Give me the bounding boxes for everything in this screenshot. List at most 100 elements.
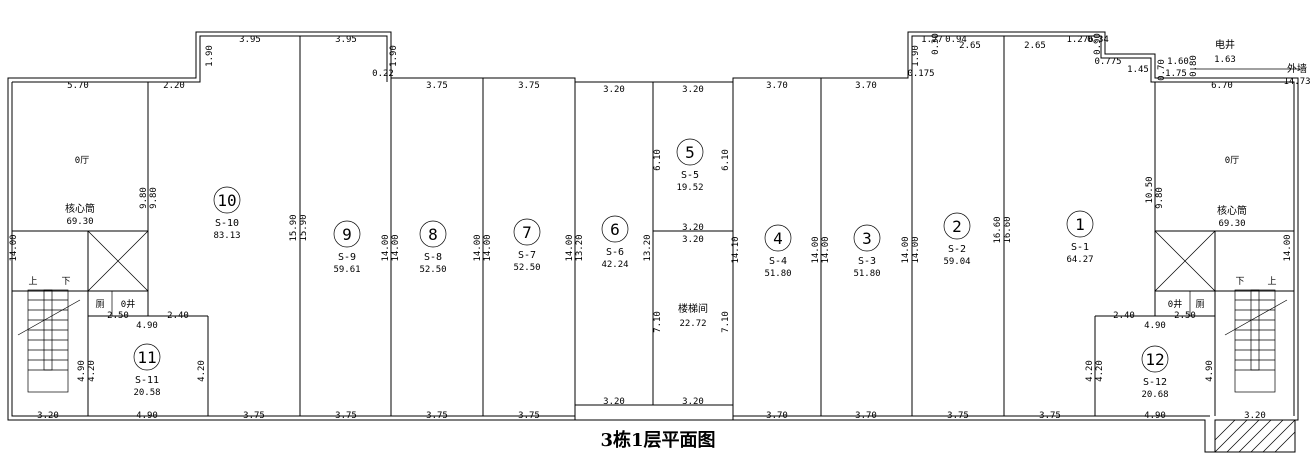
unit-area: 59.04 (943, 257, 970, 267)
dim-label: 16.60 (993, 216, 1003, 243)
unit-circle-4 (764, 224, 792, 252)
dim-label: 7.10 (721, 311, 731, 333)
dim-label: 7.10 (653, 311, 663, 333)
dim-label: 5.70 (67, 81, 89, 91)
dim-label: 4.90 (1205, 360, 1215, 382)
unit-circle-5 (676, 138, 704, 166)
stair-mark: 下 (61, 277, 70, 287)
unit-number: 2 (952, 217, 962, 236)
dim-label: 3.20 (603, 397, 625, 407)
stair-left (17, 289, 81, 393)
dim-label: 3.95 (335, 35, 357, 45)
unit-circle-1 (1066, 210, 1094, 238)
unit-area: 52.50 (419, 265, 446, 275)
dim-label: 1.90 (911, 45, 921, 67)
unit-code: S-9 (338, 252, 356, 263)
unit-circle-7 (513, 218, 541, 246)
ext-wall-label: 外墙 (1287, 62, 1307, 75)
unit-labels: 1 S-1 64.27 2 S-2 59.04 3 S-3 51.80 4 S-… (133, 143, 1168, 400)
dim-label: 0.775 (1094, 57, 1121, 67)
dim-label: 3.75 (335, 411, 357, 421)
dim-label: 0.175 (907, 69, 934, 79)
unit-number: 5 (685, 143, 695, 162)
core-left-label: 核心筒 (65, 202, 95, 215)
dim-label: 14.00 (391, 234, 401, 261)
unit-circle-12 (1141, 345, 1169, 373)
dim-label: 3.20 (682, 397, 704, 407)
stair-hall-area: 22.72 (679, 319, 706, 329)
dim-label: 6.10 (653, 149, 663, 171)
hatched-block (1214, 419, 1296, 453)
dim-label: 3.75 (518, 81, 540, 91)
dim-label: 0.30 (931, 33, 941, 55)
dims-inner: 2.50 4.90 2.40 3.20 3.20 2.40 4.90 2.50 (107, 223, 1196, 331)
dim-label: 0.34 (1087, 35, 1109, 45)
dim-label: 14.00 (911, 236, 921, 263)
unit-code: S-7 (518, 250, 536, 261)
dim-label: 1.276 (1066, 35, 1093, 45)
core-left-area: 69.30 (66, 217, 93, 227)
dim-label: 13.20 (643, 234, 653, 261)
dim-label: 4.90 (1144, 321, 1166, 331)
dim-label: 3.20 (603, 85, 625, 95)
dim-label: 1.90 (205, 45, 215, 67)
dim-label: 2.20 (163, 81, 185, 91)
dim-label: 3.20 (682, 85, 704, 95)
dims-bottom: 3.20 4.90 3.75 3.75 3.75 3.75 3.20 3.20 … (37, 397, 1266, 421)
shaft-label: 电井 (1215, 38, 1235, 51)
dim-label: 0.70 (1157, 59, 1167, 81)
dim-label: 4.90 (136, 411, 158, 421)
dim-label: 14.00 (1283, 234, 1293, 261)
partitions (12, 36, 1294, 416)
dim-label: 3.70 (855, 81, 877, 91)
dim-label: 14.00 (901, 236, 911, 263)
dim-label: 1.27 (921, 35, 943, 45)
plan-title: 3栋1层平面图 (600, 429, 715, 451)
unit-area: 19.52 (676, 183, 703, 193)
dims-top-vertical: 1.90 1.90 1.90 0.90 0.30 0.70 0.80 (205, 33, 1199, 81)
unit-area: 64.27 (1066, 255, 1093, 265)
stair-right (1224, 289, 1288, 393)
unit-circle-11 (133, 343, 161, 371)
outer-walls (7, 31, 1299, 453)
unit-area: 20.58 (133, 388, 160, 398)
dim-label: 14.00 (381, 234, 391, 261)
dim-label: 3.75 (243, 411, 265, 421)
unit-area: 42.24 (601, 260, 628, 270)
dim-label: 3.75 (947, 411, 969, 421)
dim-label: 14.00 (9, 234, 19, 261)
small-room-label: 厕 (1195, 299, 1204, 310)
hall-left-label: 0厅 (75, 155, 89, 166)
stair-mark: 上 (28, 276, 37, 287)
unit-code: S-2 (948, 244, 966, 255)
dim-label: 6.70 (1211, 81, 1233, 91)
unit-code: S-4 (769, 256, 787, 267)
dim-label: 1.45 (1127, 65, 1149, 75)
stair-mark: 上 (1267, 276, 1276, 287)
unit-area: 51.80 (853, 269, 880, 279)
dim-label: 14.10 (731, 236, 741, 263)
dim-label: 4.20 (1095, 360, 1105, 382)
dim-label: 10.50 (1145, 176, 1155, 203)
dim-label: 3.70 (855, 411, 877, 421)
dim-label: 4.20 (1085, 360, 1095, 382)
dim-label: 9.80 (139, 187, 149, 209)
unit-circle-9 (333, 220, 361, 248)
unit-area: 83.13 (213, 231, 240, 241)
ext-wall-value: 14.73 (1283, 77, 1310, 87)
dim-label: 0.22 (372, 69, 394, 79)
dim-label: 9.80 (1155, 187, 1165, 209)
unit-circle-6 (601, 215, 629, 243)
room-labels: 核心筒 69.30 核心筒 69.30 楼梯间 22.72 0厅 0厅 电井 1… (28, 38, 1310, 329)
core-right-label: 核心筒 (1217, 204, 1247, 217)
dim-label: 3.20 (37, 411, 59, 421)
unit-area: 59.61 (333, 265, 360, 275)
dim-label: 3.75 (426, 81, 448, 91)
unit-number: 11 (137, 348, 156, 367)
dim-label: 2.40 (1113, 311, 1135, 321)
unit-number: 1 (1075, 215, 1085, 234)
unit-number: 6 (610, 220, 620, 239)
stair-hall-label: 楼梯间 (678, 302, 708, 315)
dim-label: 15.90 (299, 214, 309, 241)
